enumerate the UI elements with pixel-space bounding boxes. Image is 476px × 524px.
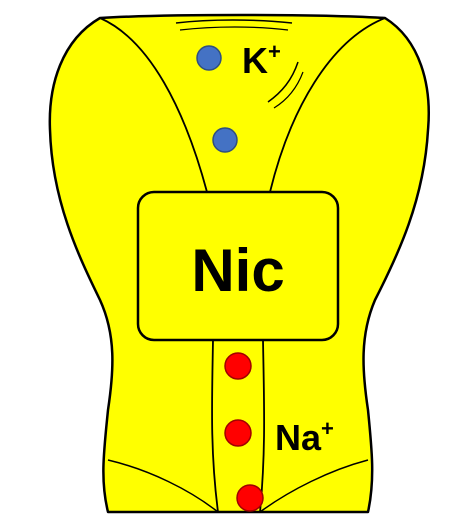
lower-pore-left-wall bbox=[211, 339, 219, 513]
lower-base-right-curve bbox=[259, 459, 369, 513]
potassium-label: K+ bbox=[242, 39, 281, 81]
lower-base-left-curve bbox=[107, 459, 219, 513]
nic-binding-site bbox=[136, 190, 340, 342]
left-subunit-outline bbox=[99, 17, 208, 193]
highlight-stroke bbox=[273, 71, 304, 109]
lower-pore-right-wall bbox=[259, 339, 266, 513]
nic-label: Nic bbox=[191, 237, 284, 304]
potassium-ion bbox=[196, 45, 222, 71]
sodium-symbol: Na bbox=[275, 417, 322, 458]
sodium-ion bbox=[224, 419, 252, 447]
top-lid-outline bbox=[175, 19, 293, 24]
sodium-ion bbox=[236, 484, 264, 512]
right-subunit-outline bbox=[269, 17, 386, 193]
potassium-symbol: K bbox=[242, 40, 268, 81]
top-lid-outline-inner bbox=[179, 26, 289, 31]
potassium-ion bbox=[212, 127, 238, 153]
highlight-stroke bbox=[267, 61, 299, 103]
sodium-label: Na+ bbox=[275, 416, 334, 458]
potassium-charge: + bbox=[268, 39, 281, 64]
sodium-charge: + bbox=[321, 416, 334, 441]
sodium-ion bbox=[224, 352, 252, 380]
